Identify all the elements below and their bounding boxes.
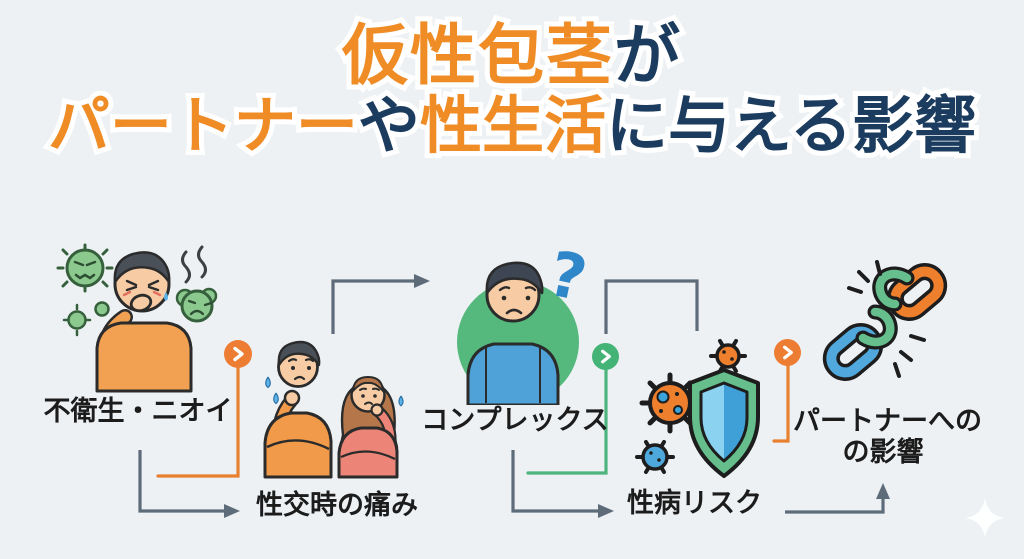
connector-arrow-step4-step5 — [785, 497, 885, 514]
title-segment: 性生活 — [420, 92, 606, 160]
illustration-broken-chain — [815, 248, 975, 402]
chevron-right-icon — [592, 343, 619, 370]
illustration-worried-couple — [255, 305, 425, 484]
title-segment: 仮性包茎 — [342, 20, 614, 92]
connector-orange-1 — [156, 366, 240, 478]
title-segment: が — [614, 20, 682, 92]
title-line-2: パートナーや性生活に与える影響 — [0, 92, 1024, 160]
virus-icon-small — [709, 339, 747, 373]
page-title: 仮性包茎が パートナーや性生活に与える影響 — [0, 20, 1024, 160]
arrowhead-icon — [876, 483, 890, 499]
title-segment: や — [358, 92, 420, 160]
step-label-std-risk: 性病リスク — [627, 488, 762, 519]
sweat-drop — [265, 376, 271, 389]
question-mark-icon: ? — [543, 245, 593, 316]
step-label-line: の影響 — [842, 437, 924, 469]
worried-woman — [337, 375, 404, 479]
arrowhead-icon — [598, 504, 614, 518]
connector-bracket-step3-step4 — [604, 279, 699, 334]
germ-icon — [62, 303, 92, 337]
arrowhead-icon — [414, 274, 430, 288]
chevron-right-icon — [774, 339, 801, 366]
step-label-partner-impact: パートナーへの の影響 — [793, 406, 982, 469]
sweat-drop — [273, 392, 279, 405]
sweat-drop — [164, 292, 168, 301]
germ-icon — [56, 243, 114, 293]
man-covering-nose — [95, 251, 193, 393]
illustration-std-risk — [628, 330, 773, 486]
impact-lines — [847, 260, 926, 378]
broken-chain-icon — [822, 260, 948, 381]
illustration-hygiene-odor — [45, 232, 245, 399]
title-segment: に与える影響 — [606, 92, 976, 160]
germ-icon — [175, 287, 218, 323]
chevron-right-icon — [224, 340, 252, 368]
shield-icon — [688, 368, 760, 478]
connector-green — [526, 368, 608, 475]
step-label-line: パートナーへの — [793, 406, 982, 437]
step-label-pain: 性交時の痛み — [256, 490, 418, 521]
step-label-hygiene-odor: 不衛生・ニオイ — [43, 396, 233, 427]
illustration-complex: ? — [440, 237, 600, 409]
sparkle-icon — [965, 498, 1005, 538]
germ-icon — [94, 301, 110, 317]
odor-lines — [181, 245, 207, 284]
virus-icon-large — [639, 372, 701, 434]
connector-arrow-step1-step2 — [138, 450, 226, 513]
connector-orange-2 — [772, 364, 790, 443]
arrowhead-icon — [224, 504, 240, 518]
worried-man — [263, 340, 333, 479]
step-label-complex: コンプレックス — [421, 405, 609, 436]
sad-man — [466, 261, 560, 407]
connector-arrow-step3-step4 — [511, 450, 600, 513]
title-segment: パートナー — [48, 92, 358, 160]
connector-arrow-step2-step3 — [331, 279, 416, 334]
sweat-drop — [398, 395, 404, 407]
virus-icon-blue — [635, 440, 675, 474]
title-line-1: 仮性包茎が — [0, 20, 1024, 92]
